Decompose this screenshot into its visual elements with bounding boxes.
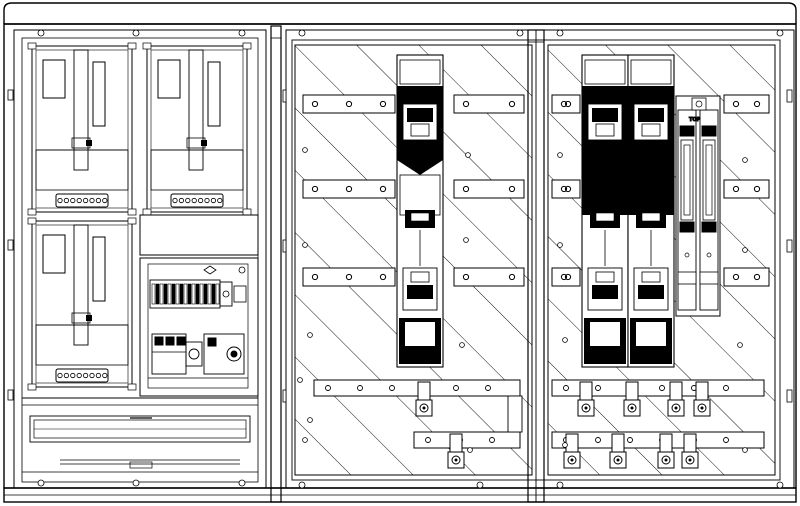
terminal: [207, 283, 212, 305]
terminal: [187, 283, 192, 305]
terminal: [163, 283, 168, 305]
meter-compartment: [142, 42, 252, 216]
fuse-switches: [396, 54, 675, 368]
meter-compartment: [27, 42, 137, 216]
fuse-switch: [581, 54, 629, 368]
terminal: [167, 283, 172, 305]
roof-outline: [3, 2, 797, 24]
terminal: [215, 283, 220, 305]
mounting-rail: [551, 267, 581, 287]
terminal: [199, 283, 204, 305]
mounting-rail: [723, 94, 770, 114]
mounting-rail: [453, 267, 525, 287]
mounting-rail: [551, 94, 581, 114]
meter-compartment: [27, 217, 137, 391]
terminal: [151, 283, 156, 305]
terminal: [203, 283, 208, 305]
terminal: [175, 283, 180, 305]
meter-compartments: [27, 42, 252, 391]
cable-lug: [667, 381, 685, 417]
mounting-rail: [302, 179, 396, 199]
terminal: [191, 283, 196, 305]
busbar: [413, 431, 521, 449]
terminal: [171, 283, 176, 305]
mounting-rail: [723, 179, 770, 199]
mounting-rail: [551, 179, 581, 199]
cable-lug: [577, 381, 595, 417]
fuse-switch: [396, 54, 444, 368]
plate-holes: [297, 147, 748, 453]
mounting-rail: [453, 94, 525, 114]
small-fuse-bases: TOP: [675, 95, 721, 317]
mounting-rail: [723, 267, 770, 287]
busbar-riser: [507, 395, 523, 433]
lower-left-panel: [22, 397, 258, 473]
terminal: [211, 283, 216, 305]
mounting-rail: [302, 267, 396, 287]
fuse-top-label: TOP: [689, 117, 701, 123]
frame-details: [7, 25, 793, 489]
cable-lug: [657, 433, 675, 469]
cable-lug: [563, 433, 581, 469]
mounting-rail: [453, 179, 525, 199]
cable-lug: [415, 381, 433, 417]
terminal-box: [139, 214, 259, 256]
mounting-rails: [302, 94, 770, 287]
cable-lug: [681, 433, 699, 469]
busbar: [551, 431, 765, 449]
terminal: [183, 283, 188, 305]
cable-lug: [693, 381, 711, 417]
cable-lug: [623, 381, 641, 417]
cable-lug: [609, 433, 627, 469]
terminal: [179, 283, 184, 305]
terminal: [159, 283, 164, 305]
cable-lug: [447, 433, 465, 469]
busbar: [313, 379, 521, 397]
left-door-frame: [13, 29, 267, 489]
terminal: [195, 283, 200, 305]
fuse-switch: [627, 54, 675, 368]
busbar-module: [139, 257, 259, 397]
busbar-terminals: [297, 147, 748, 469]
terminal: [155, 283, 160, 305]
mounting-rail: [302, 94, 396, 114]
center-divider: [270, 25, 282, 503]
